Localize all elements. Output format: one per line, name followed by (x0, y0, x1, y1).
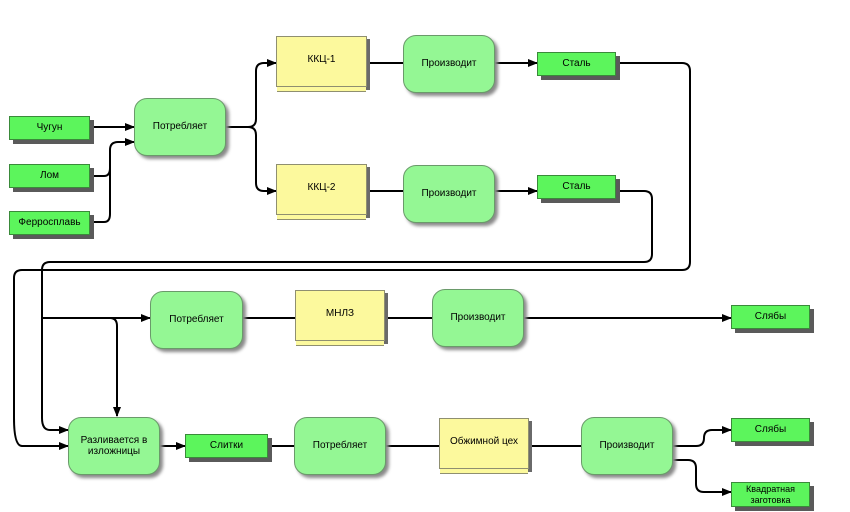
node-label: Потребляет (169, 314, 224, 326)
node-razlivaetsya[interactable]: Разливается в изложницы (68, 417, 160, 475)
edge-proizvodit-kvadr (673, 459, 732, 496)
node-label: Ферросплавь (18, 217, 81, 229)
node-proizvodit-1[interactable]: Производит (403, 35, 495, 93)
node-mnlz[interactable]: МНЛЗ (295, 290, 385, 341)
node-stal-1[interactable]: Сталь (537, 52, 616, 76)
node-label: Производит (450, 312, 506, 324)
edge-branch-razlivaetsya (109, 317, 121, 417)
node-lom[interactable]: Лом (9, 164, 90, 188)
node-label: Разливается в изложницы (80, 434, 148, 458)
node-label: Сталь (562, 58, 591, 70)
node-obzhimnoy[interactable]: Обжимной цех (439, 418, 529, 469)
node-slitki[interactable]: Слитки (185, 434, 268, 458)
edge-stal1-loop (13, 62, 691, 450)
node-proizvodit-3[interactable]: Производит (432, 289, 524, 347)
node-label: Слябы (754, 424, 787, 436)
node-chugun[interactable]: Чугун (9, 116, 90, 140)
node-proizvodit-4[interactable]: Производит (581, 417, 673, 475)
edge-proizvodit-slaby2 (673, 426, 732, 447)
node-proizvodit-2[interactable]: Производит (403, 165, 495, 223)
node-label: Потребляет (312, 440, 368, 452)
node-potreblyaet-3[interactable]: Потребляет (294, 417, 386, 475)
node-label: МНЛЗ (325, 307, 355, 319)
node-label: Слитки (209, 440, 244, 452)
node-label: Производит (421, 188, 477, 200)
node-label: ККЦ-2 (307, 181, 336, 193)
node-label: Обжимной цех (450, 435, 518, 447)
node-label: ККЦ-1 (307, 53, 336, 65)
node-label: Производит (421, 58, 477, 70)
node-label: Потребляет (152, 121, 208, 133)
edge-potreblyaet-kkc (226, 59, 277, 128)
edge-potreblyaet-kkc2 (247, 126, 277, 195)
node-label: Лом (40, 170, 59, 182)
node-ferrosplav[interactable]: Ферросплавь (9, 211, 90, 235)
node-slaby-1[interactable]: Слябы (731, 305, 810, 329)
node-kvadratnaya[interactable]: Квадратная заготовка (731, 482, 810, 507)
node-kkc2[interactable]: ККЦ-2 (276, 164, 367, 215)
node-slaby-2[interactable]: Слябы (731, 418, 810, 442)
node-potreblyaet-2[interactable]: Потребляет (150, 291, 243, 349)
edge-stal2-loop (41, 190, 653, 434)
node-label: Чугун (36, 122, 63, 134)
node-potreblyaet-1[interactable]: Потребляет (134, 98, 226, 156)
edge-lom-potreblyaet (90, 138, 135, 177)
edge-ferro-potreblyaet (90, 150, 111, 223)
node-label: Квадратная заготовка (746, 484, 795, 505)
node-label: Слябы (754, 311, 787, 323)
node-label: Сталь (562, 181, 591, 193)
node-kkc1[interactable]: ККЦ-1 (276, 36, 367, 87)
node-stal-2[interactable]: Сталь (537, 175, 616, 199)
node-label: Производит (599, 440, 655, 452)
